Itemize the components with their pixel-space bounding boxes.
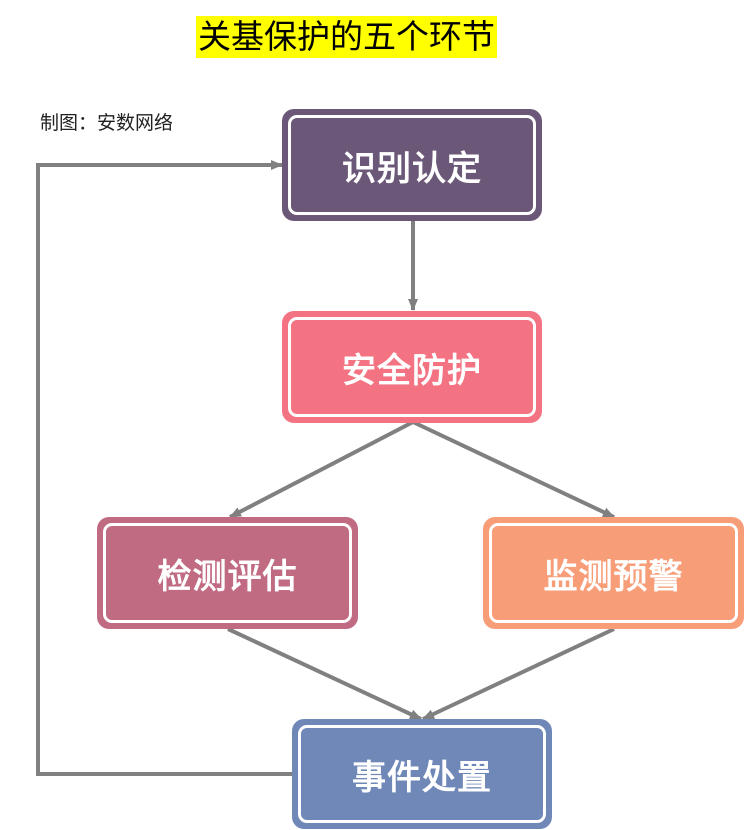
node-protect: 安全防护 [282, 311, 542, 423]
node-assess-label: 检测评估 [103, 523, 352, 623]
node-monitor: 监测预警 [483, 517, 744, 629]
arrow-monitor-to-respond [422, 627, 615, 721]
arrow-respond-to-identify [36, 160, 292, 776]
arrow-protect-to-assess [229, 420, 414, 519]
diagram-title: 关基保护的五个环节 [196, 16, 497, 58]
node-assess: 检测评估 [97, 517, 358, 629]
arrow-protect-to-monitor [412, 420, 615, 519]
node-protect-label: 安全防护 [288, 317, 536, 417]
node-monitor-label: 监测预警 [489, 523, 738, 623]
credit-label: 制图：安数网络 [40, 112, 174, 134]
node-identify-label: 识别认定 [288, 115, 536, 215]
node-respond: 事件处置 [292, 719, 552, 829]
node-identify: 识别认定 [282, 109, 542, 221]
node-respond-label: 事件处置 [298, 725, 546, 823]
arrow-assess-to-respond [227, 627, 422, 721]
